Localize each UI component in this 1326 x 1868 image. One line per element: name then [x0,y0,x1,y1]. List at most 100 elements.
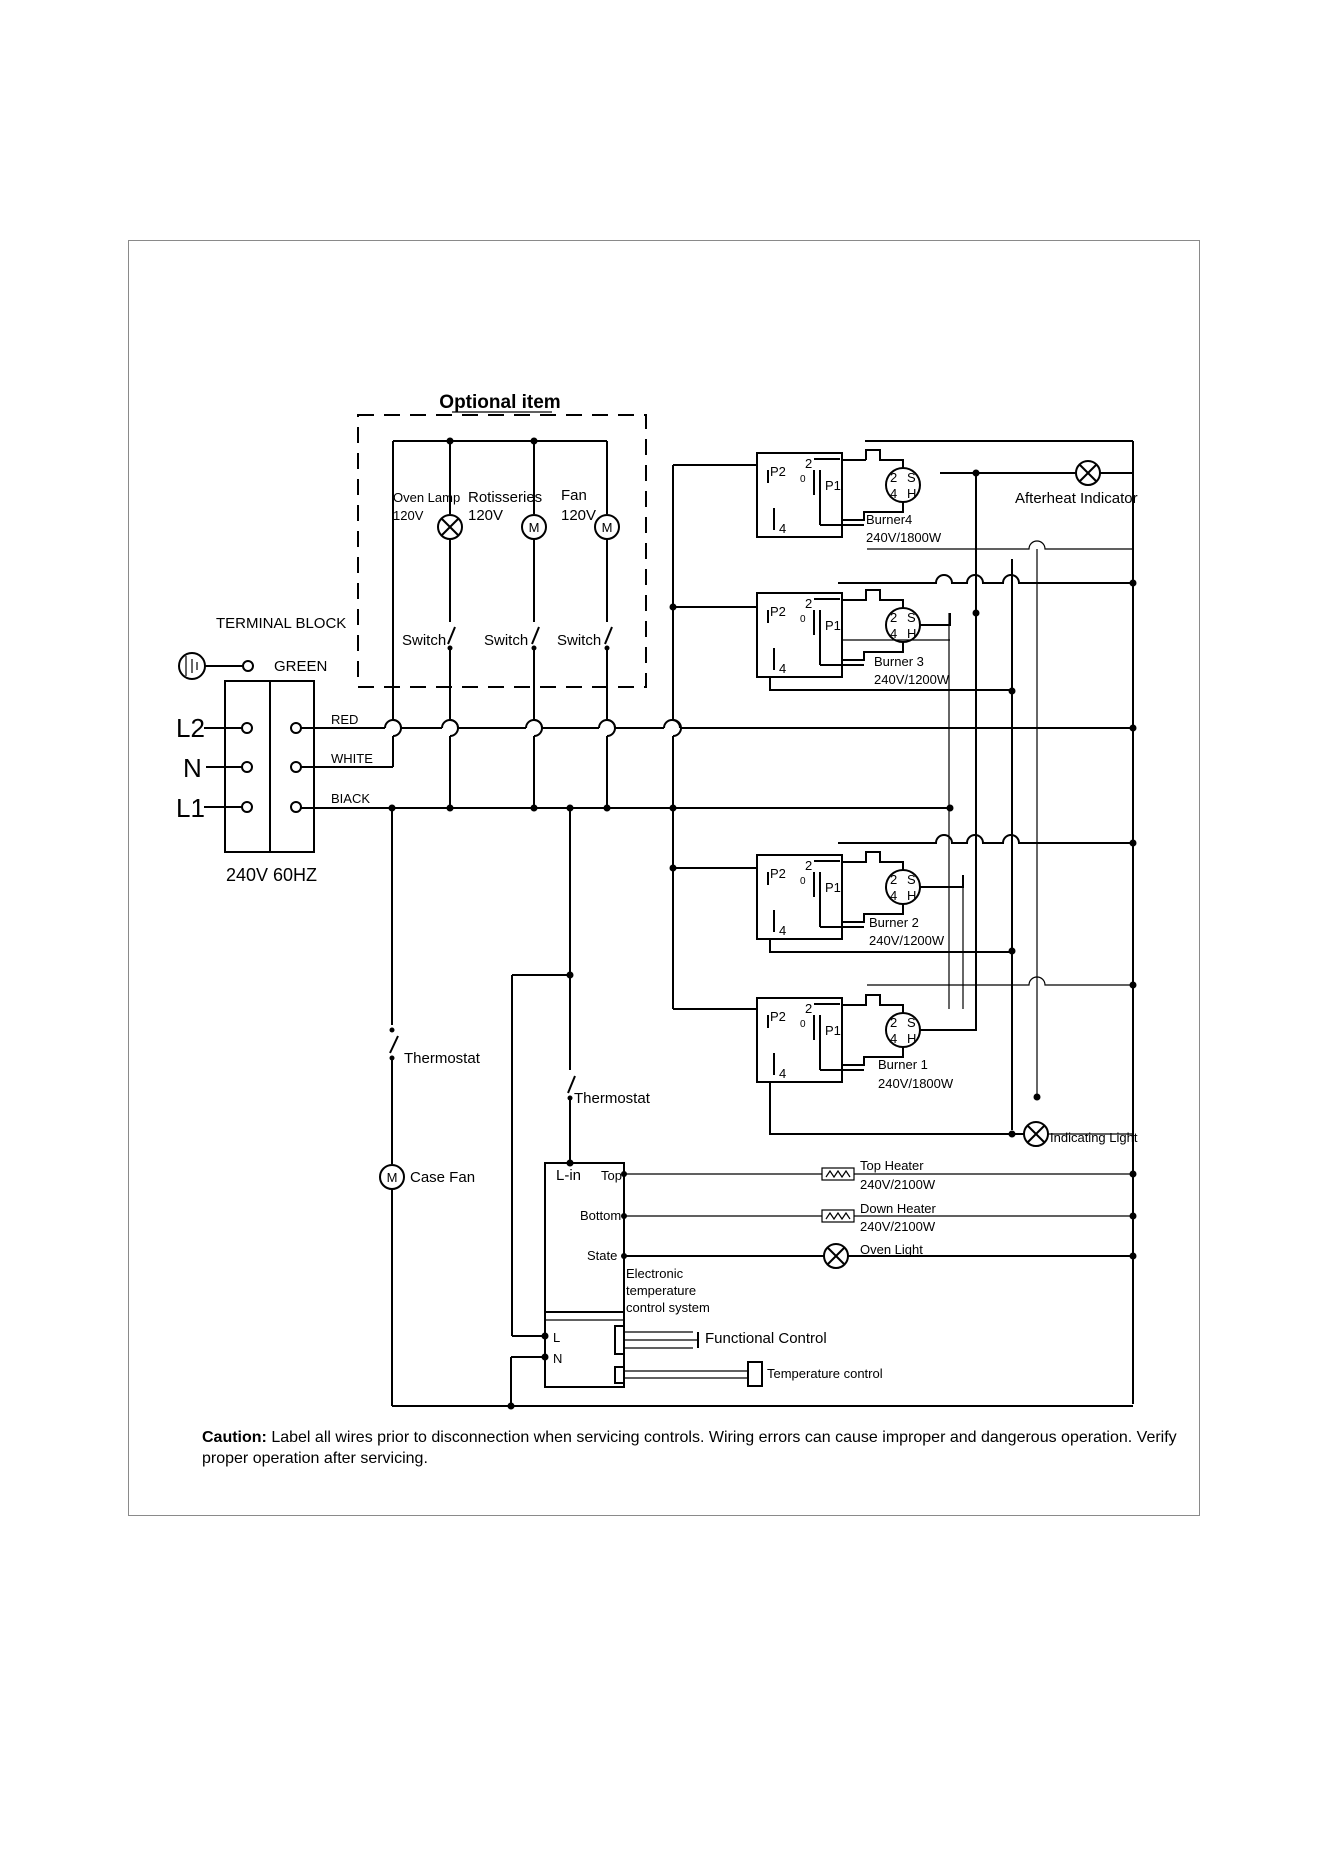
svg-text:P2: P2 [770,604,786,619]
top-heater-icon [821,1167,855,1181]
svg-text:4: 4 [779,923,786,938]
black-wire-label: BIACK [331,791,370,806]
svg-text:P1: P1 [825,880,841,895]
svg-text:H: H [907,1031,916,1046]
thermostat-label-1: Thermostat [404,1050,481,1067]
svg-text:P1: P1 [825,618,841,633]
burner-2-rating: 240V/1200W [869,933,945,948]
svg-text:temperature: temperature [626,1283,696,1298]
svg-text:4: 4 [779,521,786,536]
svg-text:S: S [907,470,916,485]
red-wire-label: RED [331,712,358,727]
svg-text:4: 4 [890,486,897,501]
svg-text:P2: P2 [770,866,786,881]
svg-text:2: 2 [805,596,812,611]
svg-text:L: L [553,1330,560,1345]
svg-text:120V: 120V [393,508,424,523]
burner-3-rating: 240V/1200W [874,672,950,687]
svg-text:2: 2 [890,1015,897,1030]
rotisseries-label: Rotisseries [468,489,542,506]
supply-rating: 240V 60HZ [226,865,317,885]
down-heater-icon [821,1209,855,1223]
svg-text:240V/2100W: 240V/2100W [860,1219,936,1234]
burner-1-name: Burner 1 [878,1057,928,1072]
svg-text:H: H [907,626,916,641]
svg-text:M: M [602,520,613,535]
svg-text:State: State [587,1248,617,1263]
svg-text:N: N [553,1351,562,1366]
top-heater-label: Top Heater [860,1158,924,1173]
svg-text:0: 0 [800,876,806,887]
svg-text:0: 0 [800,1019,806,1030]
burner-2-name: Burner 2 [869,915,919,930]
switch-label-3: Switch [557,632,601,649]
oven-light-label: Oven Light [860,1242,923,1257]
svg-text:Top: Top [601,1168,622,1183]
temperature-sensor-icon [747,1361,763,1387]
svg-text:2: 2 [890,872,897,887]
svg-text:0: 0 [800,614,806,625]
svg-text:Bottom: Bottom [580,1208,621,1223]
optional-item-box [357,414,647,688]
svg-text:120V: 120V [468,507,503,524]
functional-control-label: Functional Control [705,1330,827,1347]
l2-label: L2 [176,713,205,743]
svg-text:control system: control system [626,1300,710,1315]
n-label: N [183,753,202,783]
svg-text:2: 2 [805,456,812,471]
burner-3-name: Burner 3 [874,654,924,669]
burner-4: P2 P1 2 0 4 2 S 4 H Burner4 240V/1800W [756,449,942,545]
svg-text:S: S [907,1015,916,1030]
burner-4-name: Burner4 [866,512,912,527]
svg-text:L-in: L-in [556,1167,581,1184]
burner-1-rating: 240V/1800W [878,1076,954,1091]
svg-text:4: 4 [890,1031,897,1046]
diagram-frame [128,240,1200,1516]
svg-text:4: 4 [779,661,786,676]
svg-text:H: H [907,888,916,903]
oven-lamp-label: Oven Lamp [393,490,460,505]
svg-text:2: 2 [890,470,897,485]
temperature-control-label: Temperature control [767,1366,883,1381]
burner-4-rating: 240V/1800W [866,530,942,545]
svg-text:P1: P1 [825,1023,841,1038]
svg-text:120V: 120V [561,507,596,524]
caution-note: Caution: Label all wires prior to discon… [202,1429,1177,1467]
svg-text:240V/2100W: 240V/2100W [860,1177,936,1192]
svg-text:P1: P1 [825,478,841,493]
thermostat-label-2: Thermostat [574,1090,651,1107]
svg-text:2: 2 [890,610,897,625]
svg-text:2: 2 [805,858,812,873]
svg-text:4: 4 [890,626,897,641]
l1-label: L1 [176,793,205,823]
case-fan-label: Case Fan [410,1169,475,1186]
oven-light-icon [823,1243,849,1269]
optional-item-title: Optional item [439,392,560,413]
indicating-light-label: Indicating Light [1050,1130,1138,1145]
afterheat-label: Afterheat Indicator [1015,490,1138,507]
svg-text:P2: P2 [770,464,786,479]
switch-label-1: Switch [402,632,446,649]
oven-lamp-icon [437,514,463,540]
svg-text:S: S [907,610,916,625]
burner-2: P2 P1 2 0 4 2 S 4 H Burner 2 240V/1200W [756,851,1012,953]
temperature-controller [544,1162,625,1388]
burner-1: P2 P1 2 0 4 2 S 4 H Burner 1 240V/1800W [756,994,1012,1135]
svg-text:H: H [907,486,916,501]
svg-text:0: 0 [800,474,806,485]
burner-3: P2 P1 2 0 4 2 S 4 H Burner 3 240V/1200W [756,589,1012,691]
svg-text:P2: P2 [770,1009,786,1024]
afterheat-indicator-icon [1075,460,1101,486]
svg-text:M: M [529,520,540,535]
switch-label-2: Switch [484,632,528,649]
svg-text:4: 4 [779,1066,786,1081]
green-label: GREEN [274,658,327,675]
indicating-light-icon [1023,1121,1049,1147]
svg-text:4: 4 [890,888,897,903]
white-wire-label: WHITE [331,751,373,766]
svg-text:Electronic: Electronic [626,1266,684,1281]
down-heater-label: Down Heater [860,1201,937,1216]
svg-text:2: 2 [805,1001,812,1016]
terminal-block-title: TERMINAL BLOCK [216,615,346,632]
